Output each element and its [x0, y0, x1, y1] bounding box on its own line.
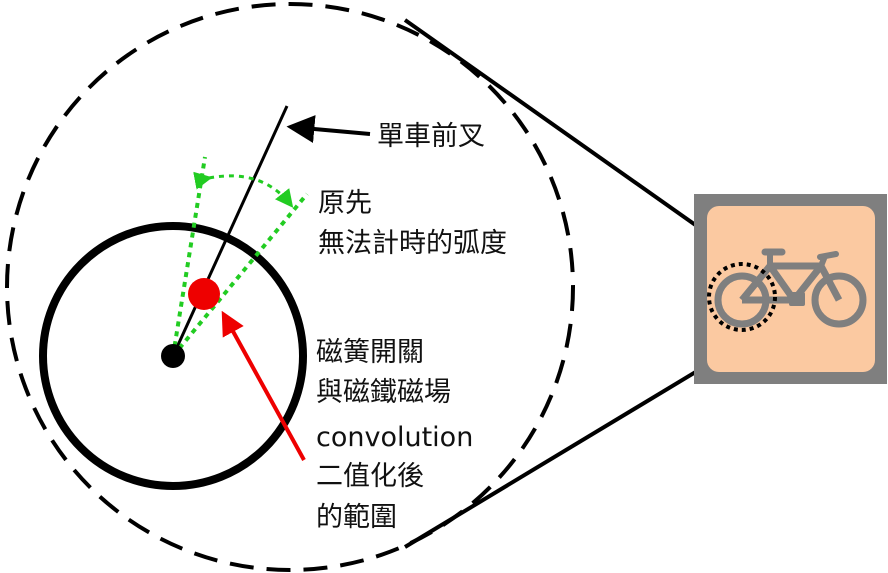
fork-line	[171, 105, 289, 357]
arc-curve	[193, 171, 294, 208]
label-reed-range-4: 二值化後	[316, 461, 424, 492]
magnet-pointer-arrow	[221, 310, 306, 461]
arc-bound-right	[171, 192, 309, 358]
label-fork: 單車前叉	[377, 121, 485, 152]
wheel-circle	[39, 222, 307, 490]
label-reed-range-3: convolution	[316, 422, 473, 453]
arc-bound-left	[171, 156, 207, 357]
label-reed-range-2: 與磁鐵磁場	[316, 377, 451, 408]
zoom-circle	[5, 2, 575, 572]
magnet-dot	[188, 278, 220, 310]
zoom-focus-circle	[707, 262, 777, 332]
label-original-arc-1: 原先	[318, 188, 372, 219]
fork-pointer-arrow	[286, 115, 371, 143]
label-original-arc-2: 無法計時的弧度	[318, 228, 507, 259]
bicycle-icon	[694, 194, 887, 384]
label-reed-range-1: 磁簧開關	[316, 337, 424, 368]
wheel-hub	[161, 344, 185, 368]
label-reed-range-5: 的範圍	[316, 502, 397, 533]
